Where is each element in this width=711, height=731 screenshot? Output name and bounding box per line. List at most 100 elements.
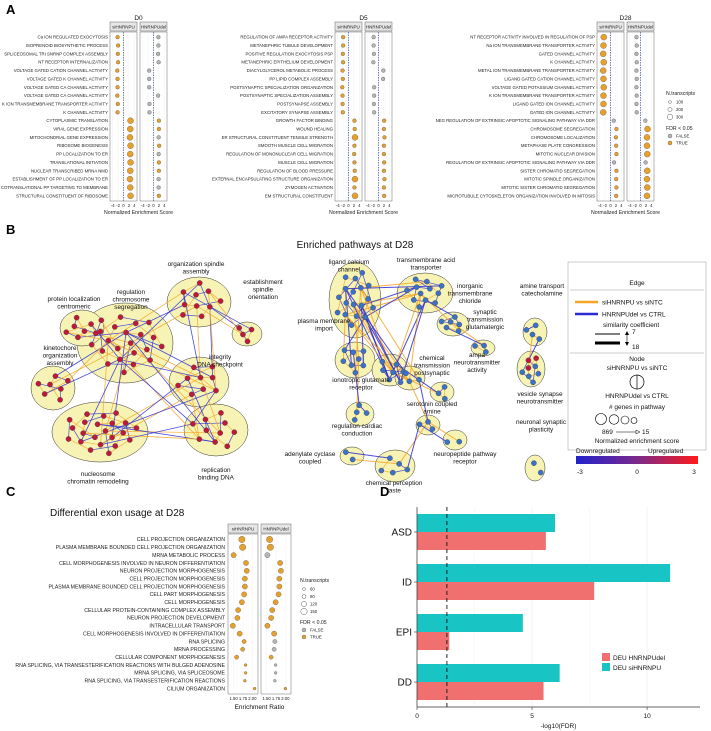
data-dot [382, 160, 387, 165]
network-edge [425, 299, 456, 318]
network-edge [111, 332, 127, 438]
network-node [121, 369, 127, 376]
network-node [379, 358, 386, 365]
data-dot [371, 51, 376, 56]
x-tick-label: 4 [388, 203, 391, 208]
cluster-label: receptor [349, 384, 373, 391]
network-edge [86, 412, 117, 415]
network-node [205, 288, 212, 295]
legend-sim-hi: 7 [632, 329, 636, 336]
data-dot [156, 185, 161, 190]
network-edge [149, 337, 154, 361]
term-label: VIRAL GENE EXPRESSION [53, 127, 108, 132]
data-dot [234, 615, 241, 621]
data-dot [381, 168, 386, 173]
legend-fdr-dot [301, 627, 307, 633]
cluster-label: spindle [253, 286, 274, 293]
data-dot [244, 663, 248, 667]
network-node [63, 329, 70, 335]
legend-series-label: DEU siHNRNPU [613, 665, 661, 672]
network-edge [352, 458, 400, 465]
data-dot [115, 51, 120, 56]
network-edge [77, 332, 127, 338]
term-label: SISTER CHROMATID SEGREGATION [520, 168, 595, 173]
data-dot [230, 623, 236, 629]
data-dot [614, 152, 619, 157]
facet-strip [109, 21, 138, 32]
network-edge [100, 394, 192, 446]
x-tick-label: 5 [530, 713, 534, 720]
network-edge [84, 330, 131, 344]
data-dot [643, 175, 651, 183]
term-label: CELL MORPHOGENESIS INVOLVED IN NEURON DI… [59, 561, 225, 567]
network-node [200, 386, 206, 392]
data-dot [156, 93, 161, 98]
network-edge [337, 277, 346, 313]
x-tick-label: -4 [141, 203, 145, 208]
facet-strip [596, 21, 625, 32]
data-dot [156, 193, 161, 198]
term-label: LIGAND GATED ION CHANNEL ACTIVITY [513, 101, 596, 106]
network-node [92, 434, 98, 441]
data-dot [643, 134, 651, 141]
network-node [535, 370, 542, 377]
network-node [342, 449, 349, 455]
term-label: CELL PROJECTION ORGANIZATION [137, 537, 225, 543]
network-node [52, 373, 59, 379]
term-label: ZYMOGEN ACTIVATION [285, 185, 333, 190]
x-tick-label: 2 [128, 203, 131, 208]
cluster-label: assembly [183, 268, 211, 275]
x-tick-label: 2.00 [248, 696, 257, 701]
network-node [378, 467, 385, 474]
cluster-label: postsynaptic [414, 370, 450, 377]
network-node [403, 370, 409, 377]
data-dot [241, 639, 247, 644]
network-edge [130, 342, 201, 378]
network-edge [192, 390, 217, 425]
network-edge [338, 297, 352, 326]
network-node [342, 285, 349, 292]
cluster-label: chemical [419, 355, 444, 362]
group-title: D5 [359, 15, 368, 22]
data-dot [634, 101, 639, 107]
network-edge [183, 282, 200, 293]
network-node [357, 284, 364, 291]
term-label: CHROMOSOME SEGREGATION [530, 127, 595, 132]
network-node [387, 455, 393, 461]
data-dot [643, 192, 651, 199]
network-edge [193, 366, 213, 368]
network-edge [90, 445, 116, 451]
legend-down-label: Downregulated [576, 448, 620, 455]
data-dot [236, 630, 243, 637]
legend-fdr-value: FALSE [310, 628, 324, 633]
term-label: VOLTAGE GATED POTASSIUM CHANNEL ACTIVITY [492, 85, 596, 90]
network-node [102, 428, 109, 434]
legend-size-dot [302, 587, 306, 591]
term-label: ER STRUCTURAL CONSTITUENT TENSILE STRENG… [222, 135, 333, 140]
data-dot [614, 126, 619, 132]
term-label: GROWTH FACTOR BINDING [276, 118, 334, 123]
data-dot [244, 671, 248, 675]
cluster-label: plasticity [529, 426, 554, 433]
cluster-label: establishment [243, 279, 283, 286]
term-label: METAL ION TRANSMEMBRANE TRANSPORTER ACTI… [478, 68, 595, 73]
network-node [342, 274, 349, 281]
data-dot [372, 93, 377, 98]
x-tick-label: -4 [336, 203, 340, 208]
network-node [340, 358, 347, 364]
network-node [133, 425, 140, 431]
legend-fdr-value: FALSE [676, 134, 690, 139]
term-label: VOLTAGE GATED K CHANNEL ACTIVITY [27, 76, 108, 81]
network-edge [192, 422, 225, 425]
network-node [78, 438, 84, 445]
network-node [390, 369, 396, 376]
cluster-bubble [429, 381, 455, 403]
network-edge [396, 364, 401, 383]
data-dot [600, 100, 607, 108]
data-dot [239, 599, 245, 605]
network-edge [191, 394, 200, 440]
legend-size-dot [301, 601, 307, 607]
legend-size-value: 100 [676, 100, 684, 105]
data-dot [115, 35, 120, 40]
data-dot [156, 152, 161, 157]
